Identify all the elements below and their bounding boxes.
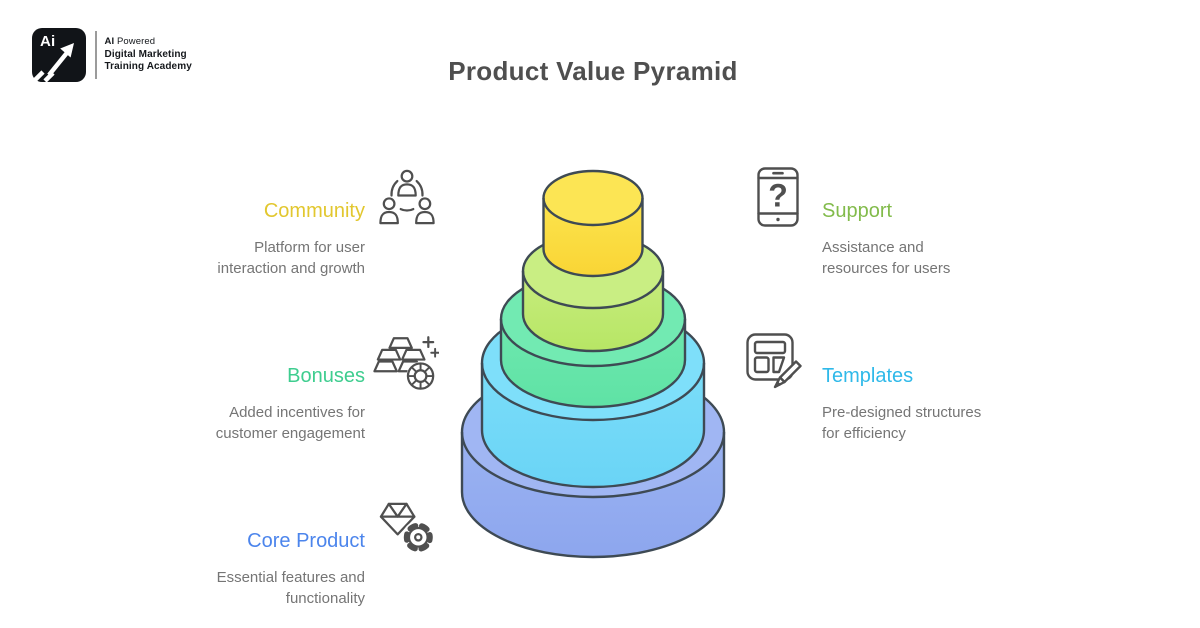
brand-text: AI Powered Digital Marketing Training Ac… (105, 36, 192, 74)
feature-community: Community Platform for user interaction … (105, 198, 365, 279)
brand-line-3: Training Academy (104, 61, 192, 73)
brand-divider (95, 31, 97, 79)
feature-core-product-description: Essential features and functionality (216, 569, 365, 607)
feature-templates-description: Pre-designed structures for efficiency (822, 404, 982, 442)
svg-text:?: ? (768, 178, 788, 214)
product-value-pyramid (460, 169, 726, 559)
feature-support-label: Support (822, 200, 893, 222)
feature-community-description: Platform for user interaction and growth (217, 239, 365, 277)
brand-line-1: AI Powered (104, 36, 156, 48)
gem-gear-icon (376, 498, 437, 555)
feature-bonuses: Bonuses Added incentives for customer en… (105, 363, 365, 444)
page-title: Product Value Pyramid (448, 56, 738, 86)
brand-logo-mark: Ai (32, 28, 86, 82)
feature-templates-label: Templates (822, 365, 914, 387)
feature-bonuses-description: Added incentives for customer engagement (215, 404, 365, 442)
feature-bonuses-label: Bonuses (287, 365, 365, 387)
feature-core-product: Core Product Essential features and func… (105, 528, 365, 609)
feature-templates: Templates Pre-designed structures for ef… (822, 363, 1062, 444)
growth-arrow-icon (33, 43, 74, 82)
brand-logo: Ai AI Powered Digital Marketing Training… (32, 28, 192, 82)
phone-question-icon: ? (755, 166, 801, 228)
gold-bars-icon (373, 331, 439, 392)
brand-line-2: Digital Marketing (104, 48, 187, 60)
brand-mark-text: Ai (40, 33, 56, 50)
community-icon (378, 165, 436, 228)
layout-pencil-icon (745, 332, 807, 392)
feature-community-label: Community (263, 200, 365, 222)
feature-support-description: Assistance and resources for users (822, 239, 951, 277)
feature-support: Support Assistance and resources for use… (822, 198, 1062, 279)
feature-core-product-label: Core Product (247, 530, 365, 552)
